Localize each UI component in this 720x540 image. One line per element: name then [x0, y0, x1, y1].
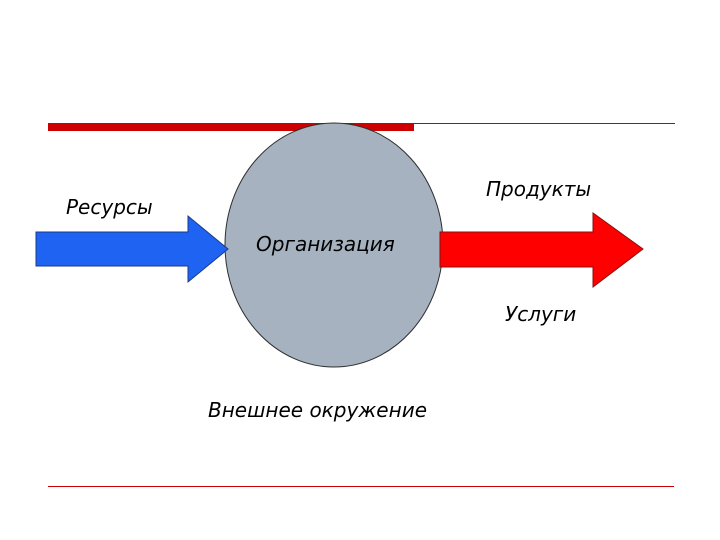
top-thick-rule	[48, 123, 414, 131]
output-arrow	[439, 212, 644, 289]
products-label: Продукты	[486, 177, 592, 201]
environment-label: Внешнее окружение	[208, 398, 427, 422]
bottom-thin-rule	[48, 486, 674, 487]
services-label: Услуги	[505, 302, 577, 326]
organization-label: Организация	[256, 232, 395, 256]
input-arrow	[35, 214, 229, 284]
resources-label: Ресурсы	[66, 195, 153, 219]
top-thin-rule	[414, 123, 675, 124]
